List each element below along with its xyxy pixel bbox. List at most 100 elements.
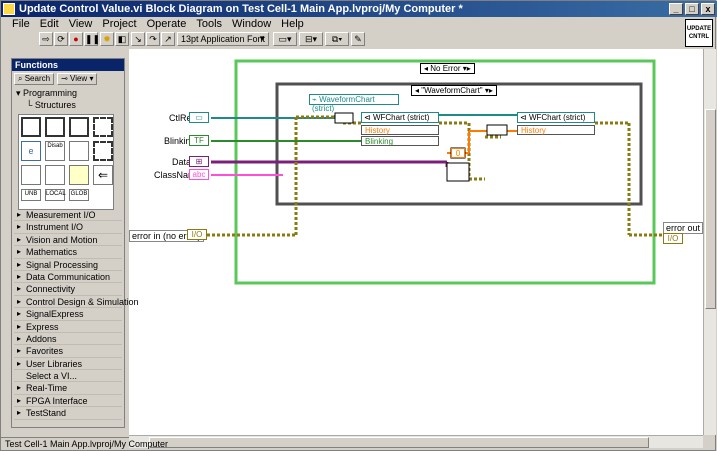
classname-terminal[interactable]: abc: [189, 169, 209, 180]
menu-view[interactable]: View: [68, 18, 93, 30]
palette-item[interactable]: Real-Time: [14, 382, 122, 395]
highlight-execution-icon[interactable]: ✹: [100, 32, 114, 46]
menu-tools[interactable]: Tools: [196, 18, 223, 30]
palette-item[interactable]: FPGA Interface: [14, 395, 122, 408]
data-label: Data: [172, 157, 192, 167]
font-selector[interactable]: 13pt Application Font ▼: [177, 32, 269, 46]
run-continuously-icon[interactable]: ⟳: [54, 32, 68, 46]
property-node-1-blinking[interactable]: Blinking: [361, 136, 439, 146]
property-node-2-title: WFChart (strict): [528, 113, 586, 122]
window-title: Update Control Value.vi Block Diagram on…: [19, 3, 463, 15]
palette-category-list: Measurement I/O Instrument I/O Vision an…: [14, 209, 139, 420]
property-node-1-header[interactable]: ⊲ WFChart (strict): [361, 112, 439, 123]
palette-item[interactable]: SignalExpress: [14, 308, 122, 321]
menu-project[interactable]: Project: [102, 18, 137, 30]
step-over-icon[interactable]: ↷: [146, 32, 160, 46]
waveformchart-class-constant[interactable]: ⌁ WaveformChart (strict): [309, 94, 399, 113]
reorder-objects-icon[interactable]: ⧉▾: [325, 32, 349, 46]
property-node-2-history[interactable]: History: [517, 125, 595, 135]
palette-item[interactable]: Favorites: [14, 345, 122, 358]
chevron-down-icon: ▼: [258, 34, 266, 43]
step-out-icon[interactable]: ↗: [161, 32, 175, 46]
error-in-terminal[interactable]: I/O: [187, 229, 207, 240]
shared-variable-icon[interactable]: UNB: [21, 189, 41, 201]
chevron-down-icon: ▾: [89, 74, 94, 83]
palette-item[interactable]: Express: [14, 321, 122, 333]
data-terminal[interactable]: ⊞: [189, 156, 209, 167]
global-variable-icon[interactable]: GLOB: [69, 189, 89, 201]
palette-item[interactable]: Instrument I/O: [14, 221, 122, 234]
horizontal-scroll-thumb[interactable]: [149, 437, 649, 448]
palette-search-button[interactable]: ⌕ Search: [14, 73, 55, 85]
abort-icon[interactable]: ●: [69, 32, 83, 46]
palette-category-programming[interactable]: ▾ Programming: [16, 88, 78, 98]
close-button[interactable]: x: [701, 3, 715, 15]
vertical-scrollbar[interactable]: [703, 49, 716, 435]
property-node-2-header[interactable]: ⊲ WFChart (strict): [517, 112, 595, 123]
menu-file[interactable]: File: [12, 18, 30, 30]
palette-item[interactable]: Signal Processing: [14, 259, 122, 271]
timed-structure-icon[interactable]: [69, 117, 89, 137]
palette-item[interactable]: Mathematics: [14, 246, 122, 259]
palette-title[interactable]: Functions: [12, 59, 124, 71]
search-icon: ⌕: [18, 74, 23, 83]
align-objects-icon[interactable]: ▭▾: [273, 32, 297, 46]
inner-case-structure: [275, 82, 643, 206]
waveform-icon: ⌁: [312, 95, 317, 104]
local-variable-icon[interactable]: LOCAL: [45, 189, 66, 201]
retain-wire-values-icon[interactable]: ◧: [115, 32, 129, 46]
stacked-sequence-icon[interactable]: [93, 141, 113, 161]
palette-subcategory-structures[interactable]: └ Structures: [26, 100, 76, 110]
property-node-1-history[interactable]: History: [361, 125, 439, 135]
mathscript-node-icon[interactable]: [45, 165, 65, 185]
step-into-icon[interactable]: ↘: [131, 32, 145, 46]
flat-sequence-icon[interactable]: [69, 141, 89, 161]
for-loop-icon[interactable]: [21, 117, 41, 137]
feedback-node-icon[interactable]: [69, 165, 89, 185]
pin-icon: ⊸: [61, 74, 68, 83]
palette-item[interactable]: TestStand: [14, 407, 122, 420]
cleanup-diagram-icon[interactable]: ✎: [351, 32, 365, 46]
disable-structure-icon[interactable]: Disab: [45, 141, 65, 161]
arrow-left-icon[interactable]: ⇐: [93, 165, 113, 185]
cast-node-label: WaveformChart (strict): [312, 95, 375, 113]
minimize-button[interactable]: _: [669, 3, 683, 15]
palette-item[interactable]: Control Design & Simulation: [14, 296, 139, 309]
title-bar[interactable]: Update Control Value.vi Block Diagram on…: [1, 1, 717, 17]
numeric-constant[interactable]: 0: [451, 148, 465, 158]
block-diagram-canvas[interactable]: ◂ No Error ▾▸ ◂ "WaveformChart" ▾▸ CtlRe…: [129, 49, 704, 435]
maximize-button[interactable]: □: [685, 3, 699, 15]
case-structure-icon[interactable]: [93, 117, 113, 137]
palette-item[interactable]: Measurement I/O: [14, 209, 122, 222]
ctlref-terminal[interactable]: ▭: [189, 112, 209, 123]
palette-item[interactable]: Vision and Motion: [14, 234, 122, 247]
while-loop-icon[interactable]: [45, 117, 65, 137]
palette-item[interactable]: Addons: [14, 333, 122, 346]
palette-view-button[interactable]: ⊸ View ▾: [57, 73, 98, 85]
formula-node-icon[interactable]: [21, 165, 41, 185]
palette-item[interactable]: Data Communication: [14, 271, 122, 284]
palette-item[interactable]: Connectivity: [14, 283, 122, 296]
outer-case-selector[interactable]: ◂ No Error ▾▸: [420, 63, 475, 74]
vi-connector-icon[interactable]: UPDATE CNTRL: [685, 19, 713, 47]
distribute-objects-icon[interactable]: ⊟▾: [299, 32, 323, 46]
blinking-terminal[interactable]: TF: [189, 135, 209, 146]
structures-grid: e Disab ⇐ UNB LOCAL GLOB: [18, 114, 114, 210]
event-structure-icon[interactable]: e: [21, 141, 41, 161]
font-selector-label: 13pt Application Font: [181, 34, 266, 44]
palette-item[interactable]: User Libraries: [14, 358, 122, 371]
error-out-terminal[interactable]: I/O: [663, 233, 683, 244]
menu-operate[interactable]: Operate: [146, 18, 187, 30]
pause-icon[interactable]: ❚❚: [84, 32, 101, 46]
palette-item-select-vi[interactable]: Select a VI...: [14, 370, 122, 383]
run-arrow-icon[interactable]: ⇨: [39, 32, 53, 46]
menu-help[interactable]: Help: [281, 18, 304, 30]
inner-case-selector[interactable]: ◂ "WaveformChart" ▾▸: [411, 85, 497, 96]
horizontal-scrollbar[interactable]: [129, 435, 703, 448]
palette-subcategory-label: Structures: [34, 100, 76, 110]
palette-search-label: Search: [24, 74, 51, 83]
vertical-scroll-thumb[interactable]: [705, 109, 716, 309]
menu-edit[interactable]: Edit: [39, 18, 59, 30]
menu-window[interactable]: Window: [232, 18, 272, 30]
toolbar: ⇨ ⟳ ● ❚❚ ✹ ◧ ↘ ↷ ↗ 13pt Application Font…: [1, 31, 687, 47]
